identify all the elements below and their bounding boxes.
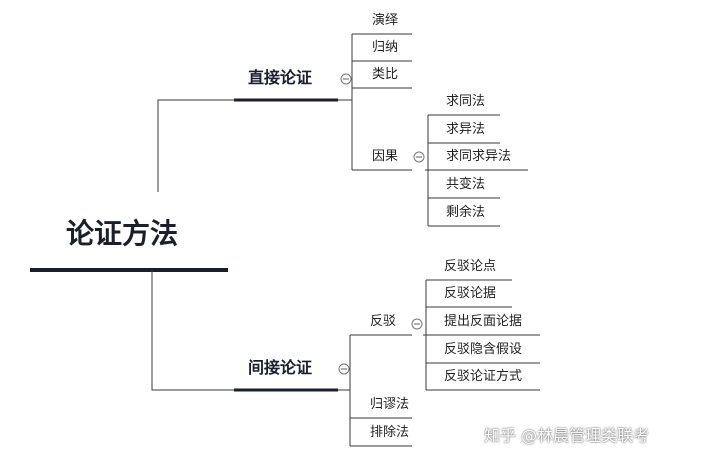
branch-indirect-argument[interactable]: 间接论证 [248,358,313,377]
node-elimination[interactable]: 排除法 [370,425,410,440]
node-refute-evidence[interactable]: 反驳论据 [444,286,497,301]
node-counter-evidence[interactable]: 提出反面论据 [444,314,523,329]
branch-direct-argument[interactable]: 直接论证 [248,68,313,87]
node-induction[interactable]: 归纳 [372,40,399,55]
node-concomitant-variation[interactable]: 共变法 [446,177,486,192]
root-topic[interactable]: 论证方法 [66,217,179,250]
root-to-direct-connector [157,99,234,192]
causal-collapse-toggle[interactable] [413,151,425,163]
node-causal[interactable]: 因果 [372,149,399,164]
indirect-collapse-toggle[interactable] [338,363,350,375]
node-refute[interactable]: 反驳 [370,314,397,329]
node-analogy[interactable]: 类比 [372,67,399,82]
node-joint-method[interactable]: 求同求异法 [446,149,512,164]
node-method-of-difference[interactable]: 求异法 [446,122,486,137]
node-method-of-agreement[interactable]: 求同法 [446,94,486,109]
watermark: 知乎 @林晨管理类联考 [484,426,650,445]
node-method-of-residues[interactable]: 剩余法 [446,205,486,220]
node-refute-hidden-assumption[interactable]: 反驳隐含假设 [444,342,523,357]
node-deduction[interactable]: 演绎 [372,13,399,28]
refute-collapse-toggle[interactable] [411,318,423,330]
root-to-indirect-connector [151,270,234,391]
node-refute-thesis[interactable]: 反驳论点 [444,259,497,274]
node-refute-reasoning[interactable]: 反驳论证方式 [444,369,523,384]
direct-collapse-toggle[interactable] [340,73,352,85]
node-reductio[interactable]: 归谬法 [370,397,410,412]
